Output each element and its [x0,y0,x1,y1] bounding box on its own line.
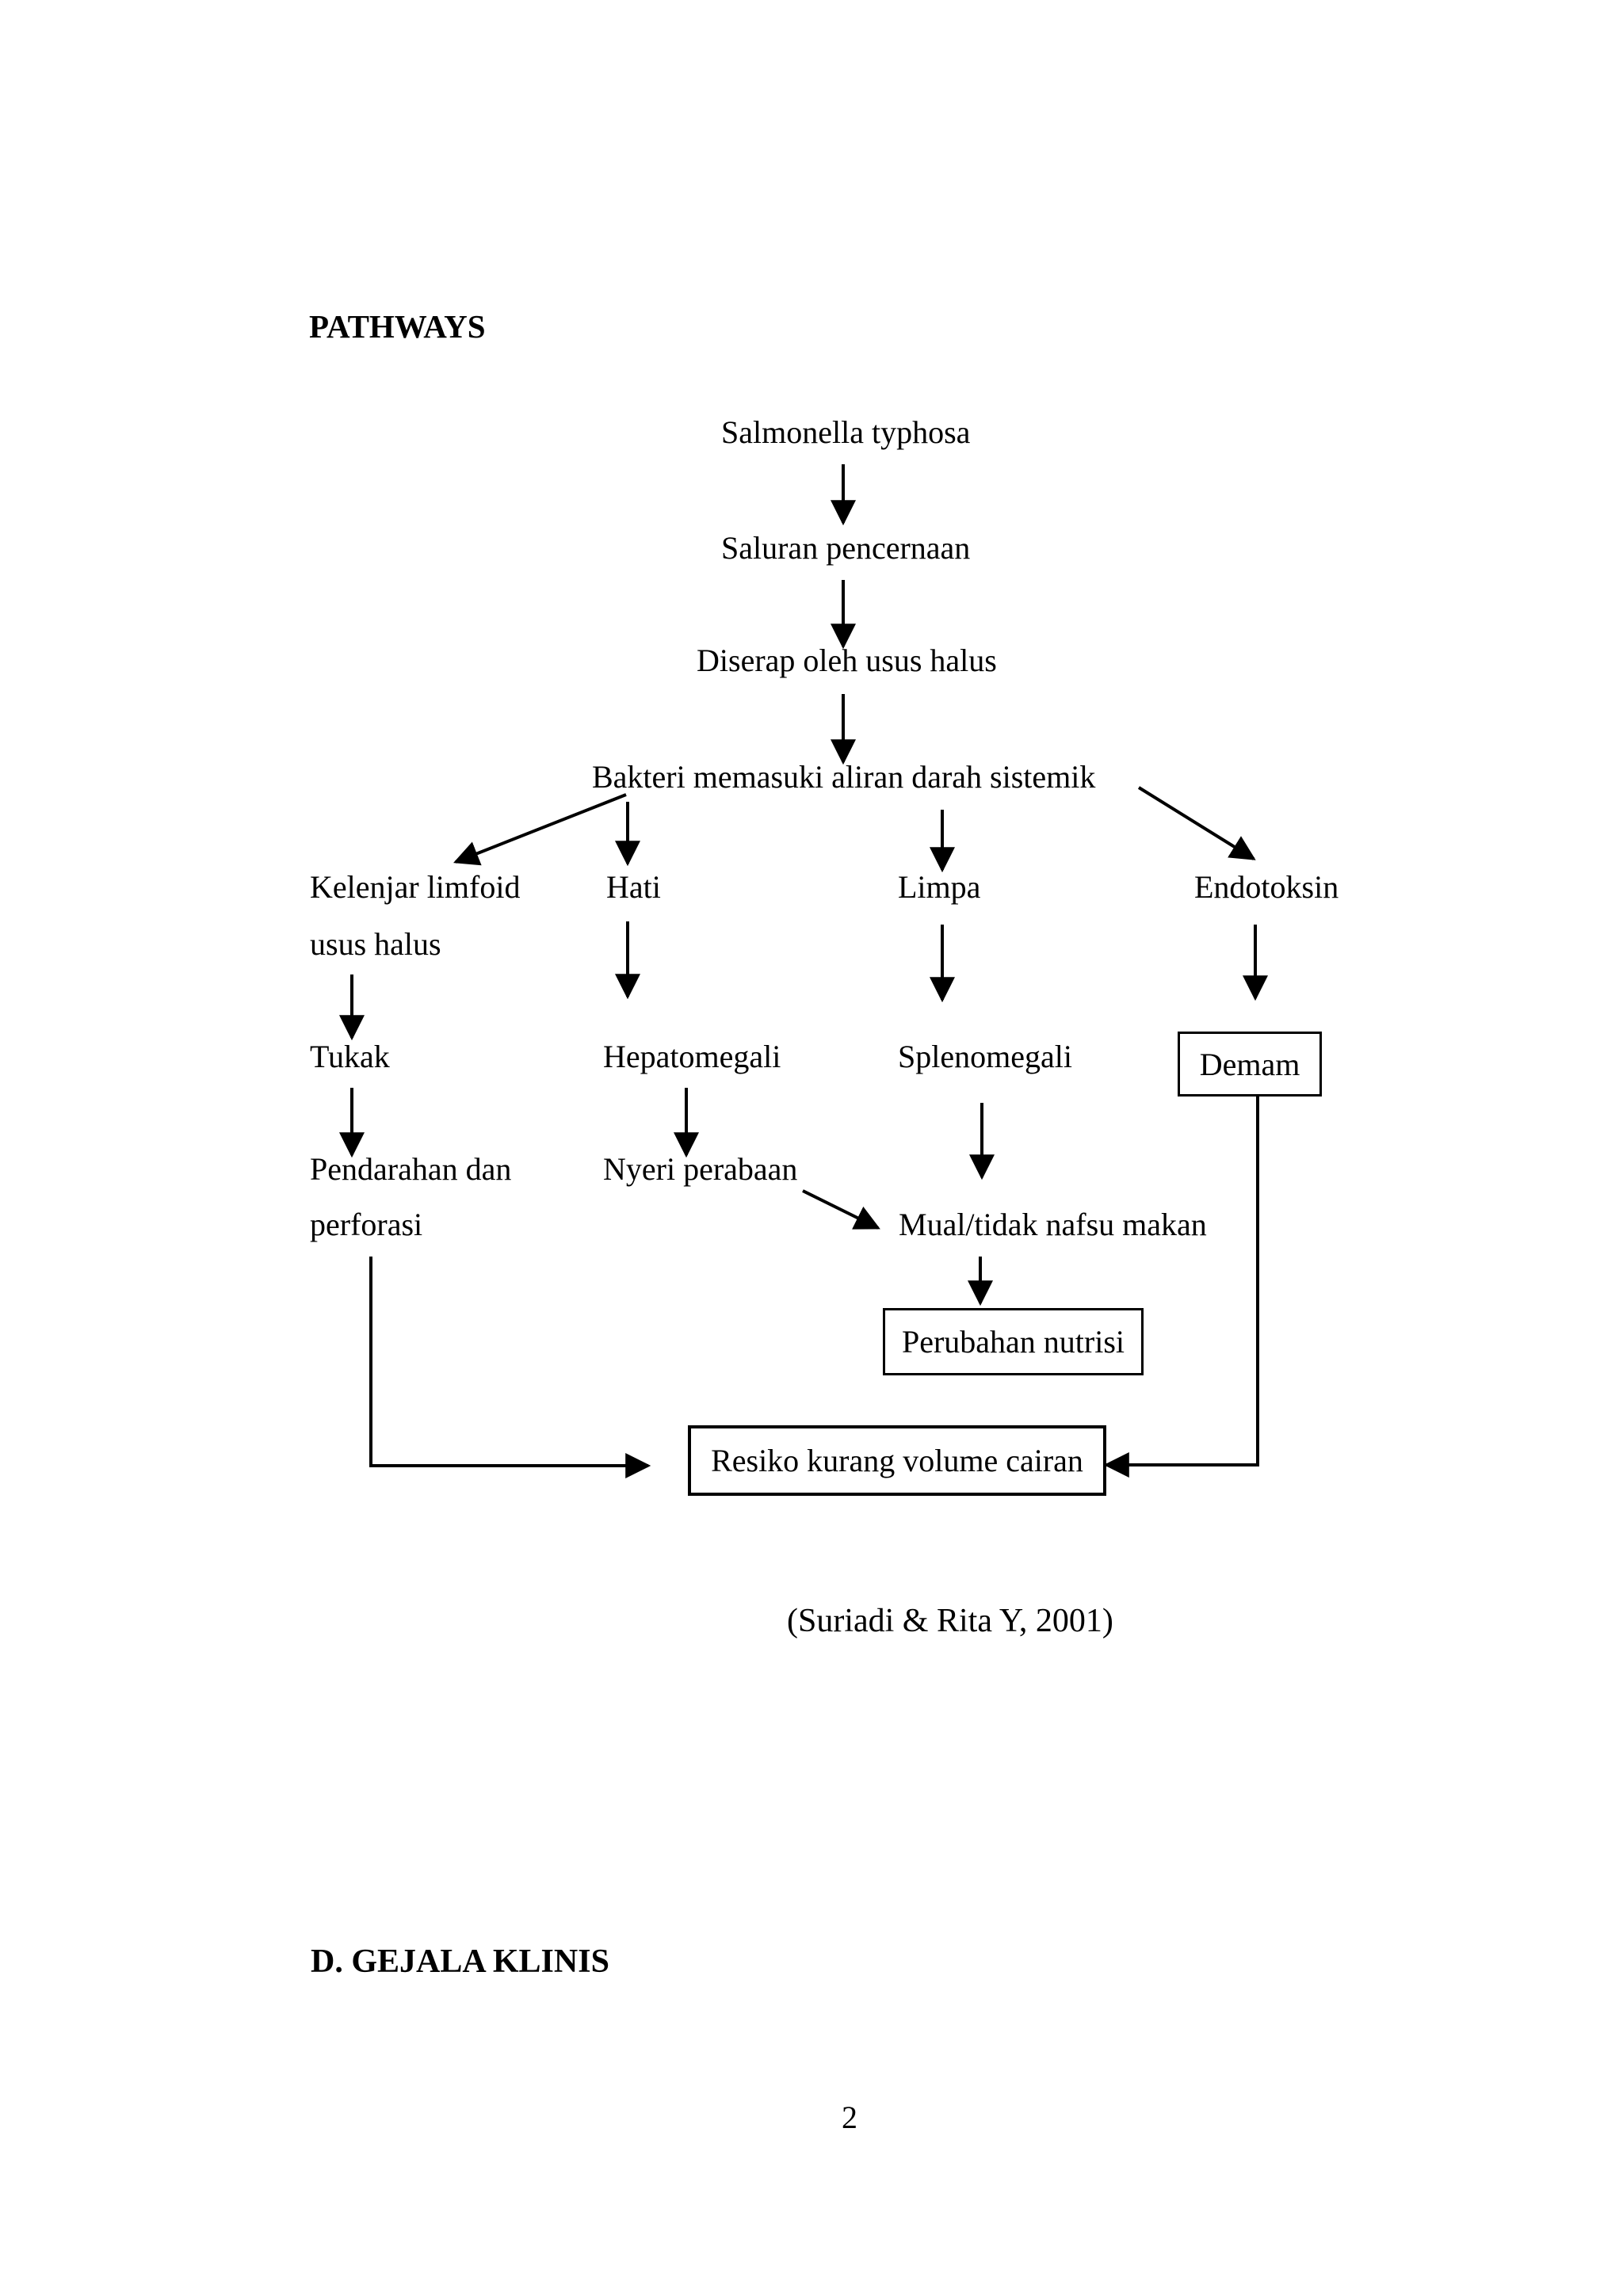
arrow-bakteri-to-kelenjar [453,793,627,866]
node-tukak: Tukak [310,1039,390,1074]
node-diserap-oleh-usus-halus: Diserap oleh usus halus [697,643,997,678]
citation: (Suriadi & Rita Y, 2001) [787,1603,1113,1639]
arrow-demam-to-resiko [1103,1092,1259,1478]
node-hati: Hati [606,869,661,905]
node-pendarahan-line2: perforasi [310,1207,423,1242]
node-kelenjar-limfoid-line2: usus halus [310,926,441,962]
node-perubahan-nutrisi-box: Perubahan nutrisi [883,1308,1144,1375]
node-salmonella-typhosa: Salmonella typhosa [721,414,971,450]
arrow-perforasi-to-resiko [369,1257,651,1478]
node-saluran-pencernaan: Saluran pencernaan [721,530,971,566]
node-bakteri-memasuki-aliran-darah: Bakteri memasuki aliran darah sistemik [592,759,1096,795]
node-resiko-kurang-volume-cairan-box: Resiko kurang volume cairan [688,1425,1106,1496]
node-demam-box: Demam [1178,1032,1322,1097]
node-limpa: Limpa [898,869,981,905]
node-demam-label: Demam [1199,1046,1300,1082]
node-kelenjar-limfoid-line1: Kelenjar limfoid [310,869,521,905]
node-mual-tidak-nafsu-makan: Mual/tidak nafsu makan [899,1207,1207,1242]
arrow-nyeri-to-mual [802,1189,880,1230]
page-title: PATHWAYS [309,308,486,345]
node-splenomegali: Splenomegali [898,1039,1072,1074]
page-number: 2 [842,2100,857,2135]
section-heading: D. GEJALA KLINIS [311,1943,609,1980]
node-pendarahan-line1: Pendarahan dan [310,1151,512,1187]
node-hepatomegali: Hepatomegali [603,1039,781,1074]
node-resiko-kurang-volume-cairan-label: Resiko kurang volume cairan [711,1443,1083,1478]
arrow-bakteri-to-endotoksin [1137,786,1256,860]
node-perubahan-nutrisi-label: Perubahan nutrisi [901,1324,1125,1360]
node-endotoksin: Endotoksin [1194,869,1339,905]
node-nyeri-perabaan: Nyeri perabaan [603,1151,798,1187]
